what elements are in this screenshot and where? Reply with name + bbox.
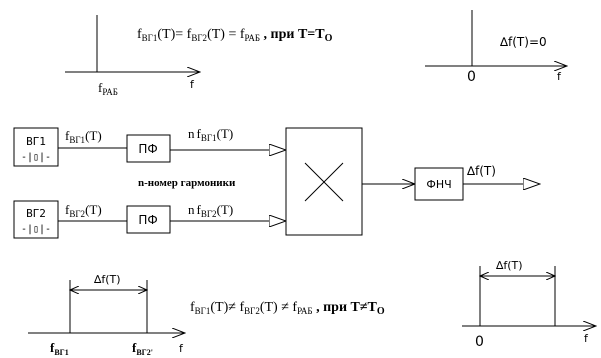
bottom-left-spectrum: ∆f(T) fВГ1 fВГ2' f [28, 273, 185, 357]
top-right-zero: 0 [467, 69, 476, 85]
crystal-2-icon: -|▯|- [21, 224, 51, 235]
top-condition-equation: fВГ1(T)= fВГ2(T) = fРАБ , при T=TO [137, 27, 333, 44]
bottom-left-delta-label: ∆f(T) [93, 273, 121, 286]
bottom-right-axis-label: f [584, 332, 589, 345]
mixer-block [285, 127, 363, 236]
generator-2: ВГ2 -|▯|- [13, 200, 59, 239]
bottom-right-zero: 0 [475, 334, 484, 350]
bandpass-filter-1-label: ПФ [138, 142, 157, 156]
output-delta-f-label: ∆f(T) [466, 164, 496, 178]
lowpass-filter-label: ФНЧ [426, 178, 451, 191]
generator-1-label: ВГ1 [26, 135, 46, 148]
top-left-axis-label: f [190, 78, 195, 91]
signal-f-vg2: fВГ2(T) [65, 202, 102, 219]
top-right-delta-zero: ∆f(T)=0 [499, 35, 547, 49]
bottom-right-spectrum: ∆f(T) 0 f [462, 259, 596, 350]
harmonic-note: n-номер гармоники [138, 177, 236, 189]
top-left-f-label: fРАБ [98, 80, 118, 97]
bandpass-filter-2-label: ПФ [138, 213, 157, 227]
bottom-right-delta-label: ∆f(T) [495, 259, 523, 272]
bottom-left-axis-label: f [179, 342, 184, 355]
bandpass-filter-1 [126, 134, 171, 163]
signal-f-vg1: fВГ1(T) [65, 128, 102, 145]
generator-2-label: ВГ2 [26, 207, 46, 220]
top-left-spectrum: fРАБ f [65, 15, 200, 97]
bottom-left-f1-label: fВГ1 [50, 340, 69, 357]
top-right-axis-label: f [557, 70, 562, 83]
bottom-left-f2-label: fВГ2' [132, 340, 153, 357]
crystal-1-icon: -|▯|- [21, 152, 51, 163]
top-right-spectrum: 0 f ∆f(T)=0 [425, 10, 567, 85]
bottom-condition-equation: fВГ1(T)≠ fВГ2(T) ≠ fРАБ , при T≠TO [190, 300, 385, 317]
lowpass-filter [414, 167, 464, 201]
bandpass-filter-2 [126, 205, 171, 234]
generator-1: ВГ1 -|▯|- [13, 127, 59, 167]
